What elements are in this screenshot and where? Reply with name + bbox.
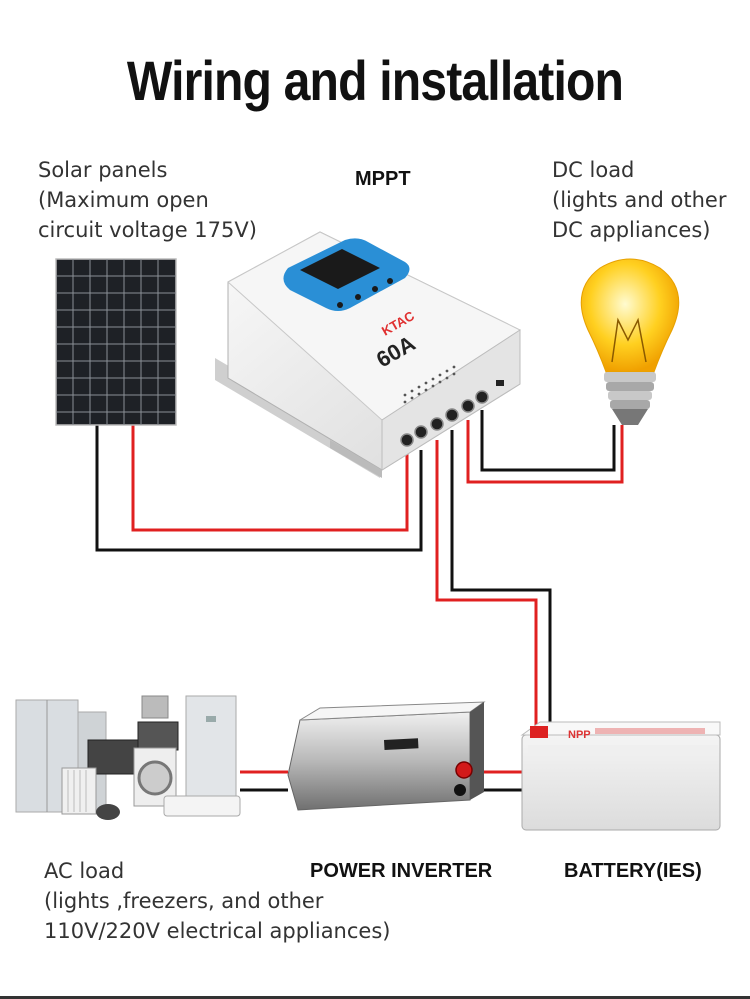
solar-panels-label: Solar panels (Maximum open circuit volta… [38,158,257,242]
ac-appliances-image [15,695,241,820]
solar-negative-wire [95,425,423,552]
power-inverter-label: POWER INVERTER [310,860,493,882]
battery-negative-wire [450,430,552,735]
mppt-label: MPPT [355,168,411,190]
solar-positive-wire [131,425,409,532]
bottom-divider [0,996,750,999]
light-bulb-image [580,258,680,425]
dc-load-label: DC load (lights and other DC appliances) [552,158,727,242]
battery-image [520,721,721,831]
ac-load-label: AC load (lights ,freezers, and other 110… [44,859,391,943]
dc-load-negative-wire [480,410,616,472]
battery-brand-text: NPP [568,729,591,741]
battery-label: BATTERY(IES) [564,860,702,882]
battery-positive-wire [435,440,538,735]
power-inverter-image [287,701,486,811]
dc-load-positive-wire [466,420,624,484]
page-title: Wiring and installation [126,49,624,112]
mppt-controller-image [215,231,522,478]
solar-panel-image [55,258,177,426]
